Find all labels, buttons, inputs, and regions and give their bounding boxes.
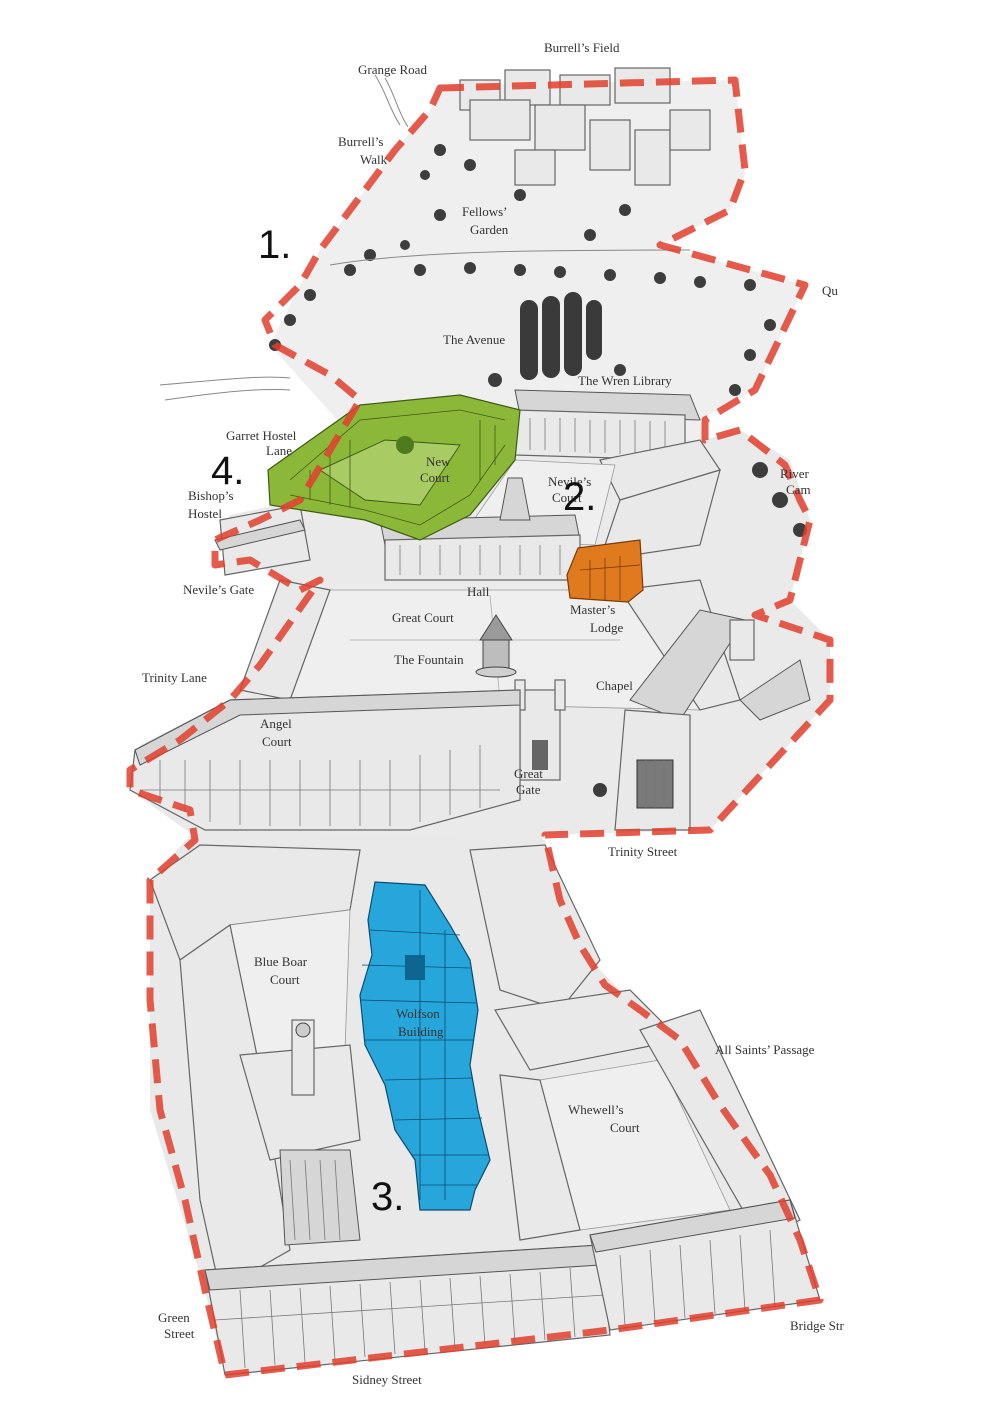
sidney-street-facade (204, 1244, 611, 1376)
label-grange-road: Grange Road (358, 62, 427, 77)
bridge-street-facade (589, 1199, 821, 1331)
label-blue-boar: Blue Boar (254, 954, 308, 969)
label-qu: Qu (822, 283, 838, 298)
trinity-street-range (129, 689, 521, 831)
label-gate: Gate (516, 782, 541, 797)
marker-3: 3. (371, 1175, 404, 1219)
north-grounds (270, 80, 805, 440)
label-river: River (780, 466, 810, 481)
label-angel-court: Court (262, 734, 292, 749)
label-neviles-court: Court (552, 490, 582, 505)
label-garret-hostel: Garret Hostel (226, 428, 297, 443)
masters-lodge-highlight (566, 539, 644, 603)
chapel (614, 609, 811, 831)
college-boundary (126, 76, 834, 1379)
label-neviles: Nevile’s (548, 474, 591, 489)
label-lodge: Lodge (590, 620, 623, 635)
label-bishops: Bishop’s (188, 488, 234, 503)
label-green: Green (158, 1310, 190, 1325)
label-masters: Master’s (570, 602, 615, 617)
label-new-court: Court (420, 470, 450, 485)
label-blue-boar-court: Court (270, 972, 300, 987)
new-court-highlight (267, 394, 521, 541)
label-trinity-lane: Trinity Lane (142, 670, 207, 685)
label-great-court: Great Court (392, 610, 454, 625)
label-sidney-street: Sidney Street (352, 1372, 422, 1387)
label-whewells: Whewell’s (568, 1102, 624, 1117)
label-all-saints-passage: All Saints’ Passage (715, 1042, 815, 1057)
label-chapel: Chapel (596, 678, 633, 693)
place-labels: Burrell’s Field Grange Road Burrell’s Wa… (142, 40, 844, 1387)
label-burrells-walk-1: Burrell’s (338, 134, 384, 149)
label-garden: Garden (470, 222, 509, 237)
label-fellows: Fellows’ (462, 204, 508, 219)
label-lane: Lane (266, 443, 292, 458)
marker-1: 1. (258, 223, 291, 267)
label-burrells-walk-2: Walk (360, 152, 388, 167)
trees (269, 144, 807, 797)
label-hostel: Hostel (188, 506, 222, 521)
label-burrells-field: Burrell’s Field (544, 40, 620, 55)
hall-range (379, 477, 581, 581)
bishops-hostel (214, 504, 311, 576)
label-the-avenue: The Avenue (443, 332, 505, 347)
label-cam: Cam (786, 482, 811, 497)
label-wolfson: Wolfson (396, 1006, 440, 1021)
label-neviles-gate: Nevile’s Gate (183, 582, 254, 597)
label-hall: Hall (467, 584, 490, 599)
label-building: Building (398, 1024, 444, 1039)
paths (159, 74, 691, 401)
label-angel: Angel (260, 716, 292, 731)
marker-4: 4. (211, 449, 244, 493)
label-street: Street (164, 1326, 195, 1341)
wren-library (514, 389, 701, 461)
label-trinity-street: Trinity Street (608, 844, 678, 859)
label-the-fountain: The Fountain (394, 652, 464, 667)
great-gate (514, 679, 566, 781)
wolfson-building-highlight (359, 881, 491, 1211)
label-new: New (426, 454, 451, 469)
numbered-markers: 1. 2. 3. 4. (211, 223, 596, 1219)
label-whewells-court: Court (610, 1120, 640, 1135)
label-great: Great (514, 766, 543, 781)
the-avenue-trees (520, 292, 602, 380)
label-wren-library: The Wren Library (578, 373, 672, 388)
blue-boar-court-ranges (149, 844, 361, 1291)
marker-2: 2. (563, 475, 596, 519)
label-bridge-str: Bridge Str (790, 1318, 844, 1333)
the-fountain (475, 614, 517, 678)
